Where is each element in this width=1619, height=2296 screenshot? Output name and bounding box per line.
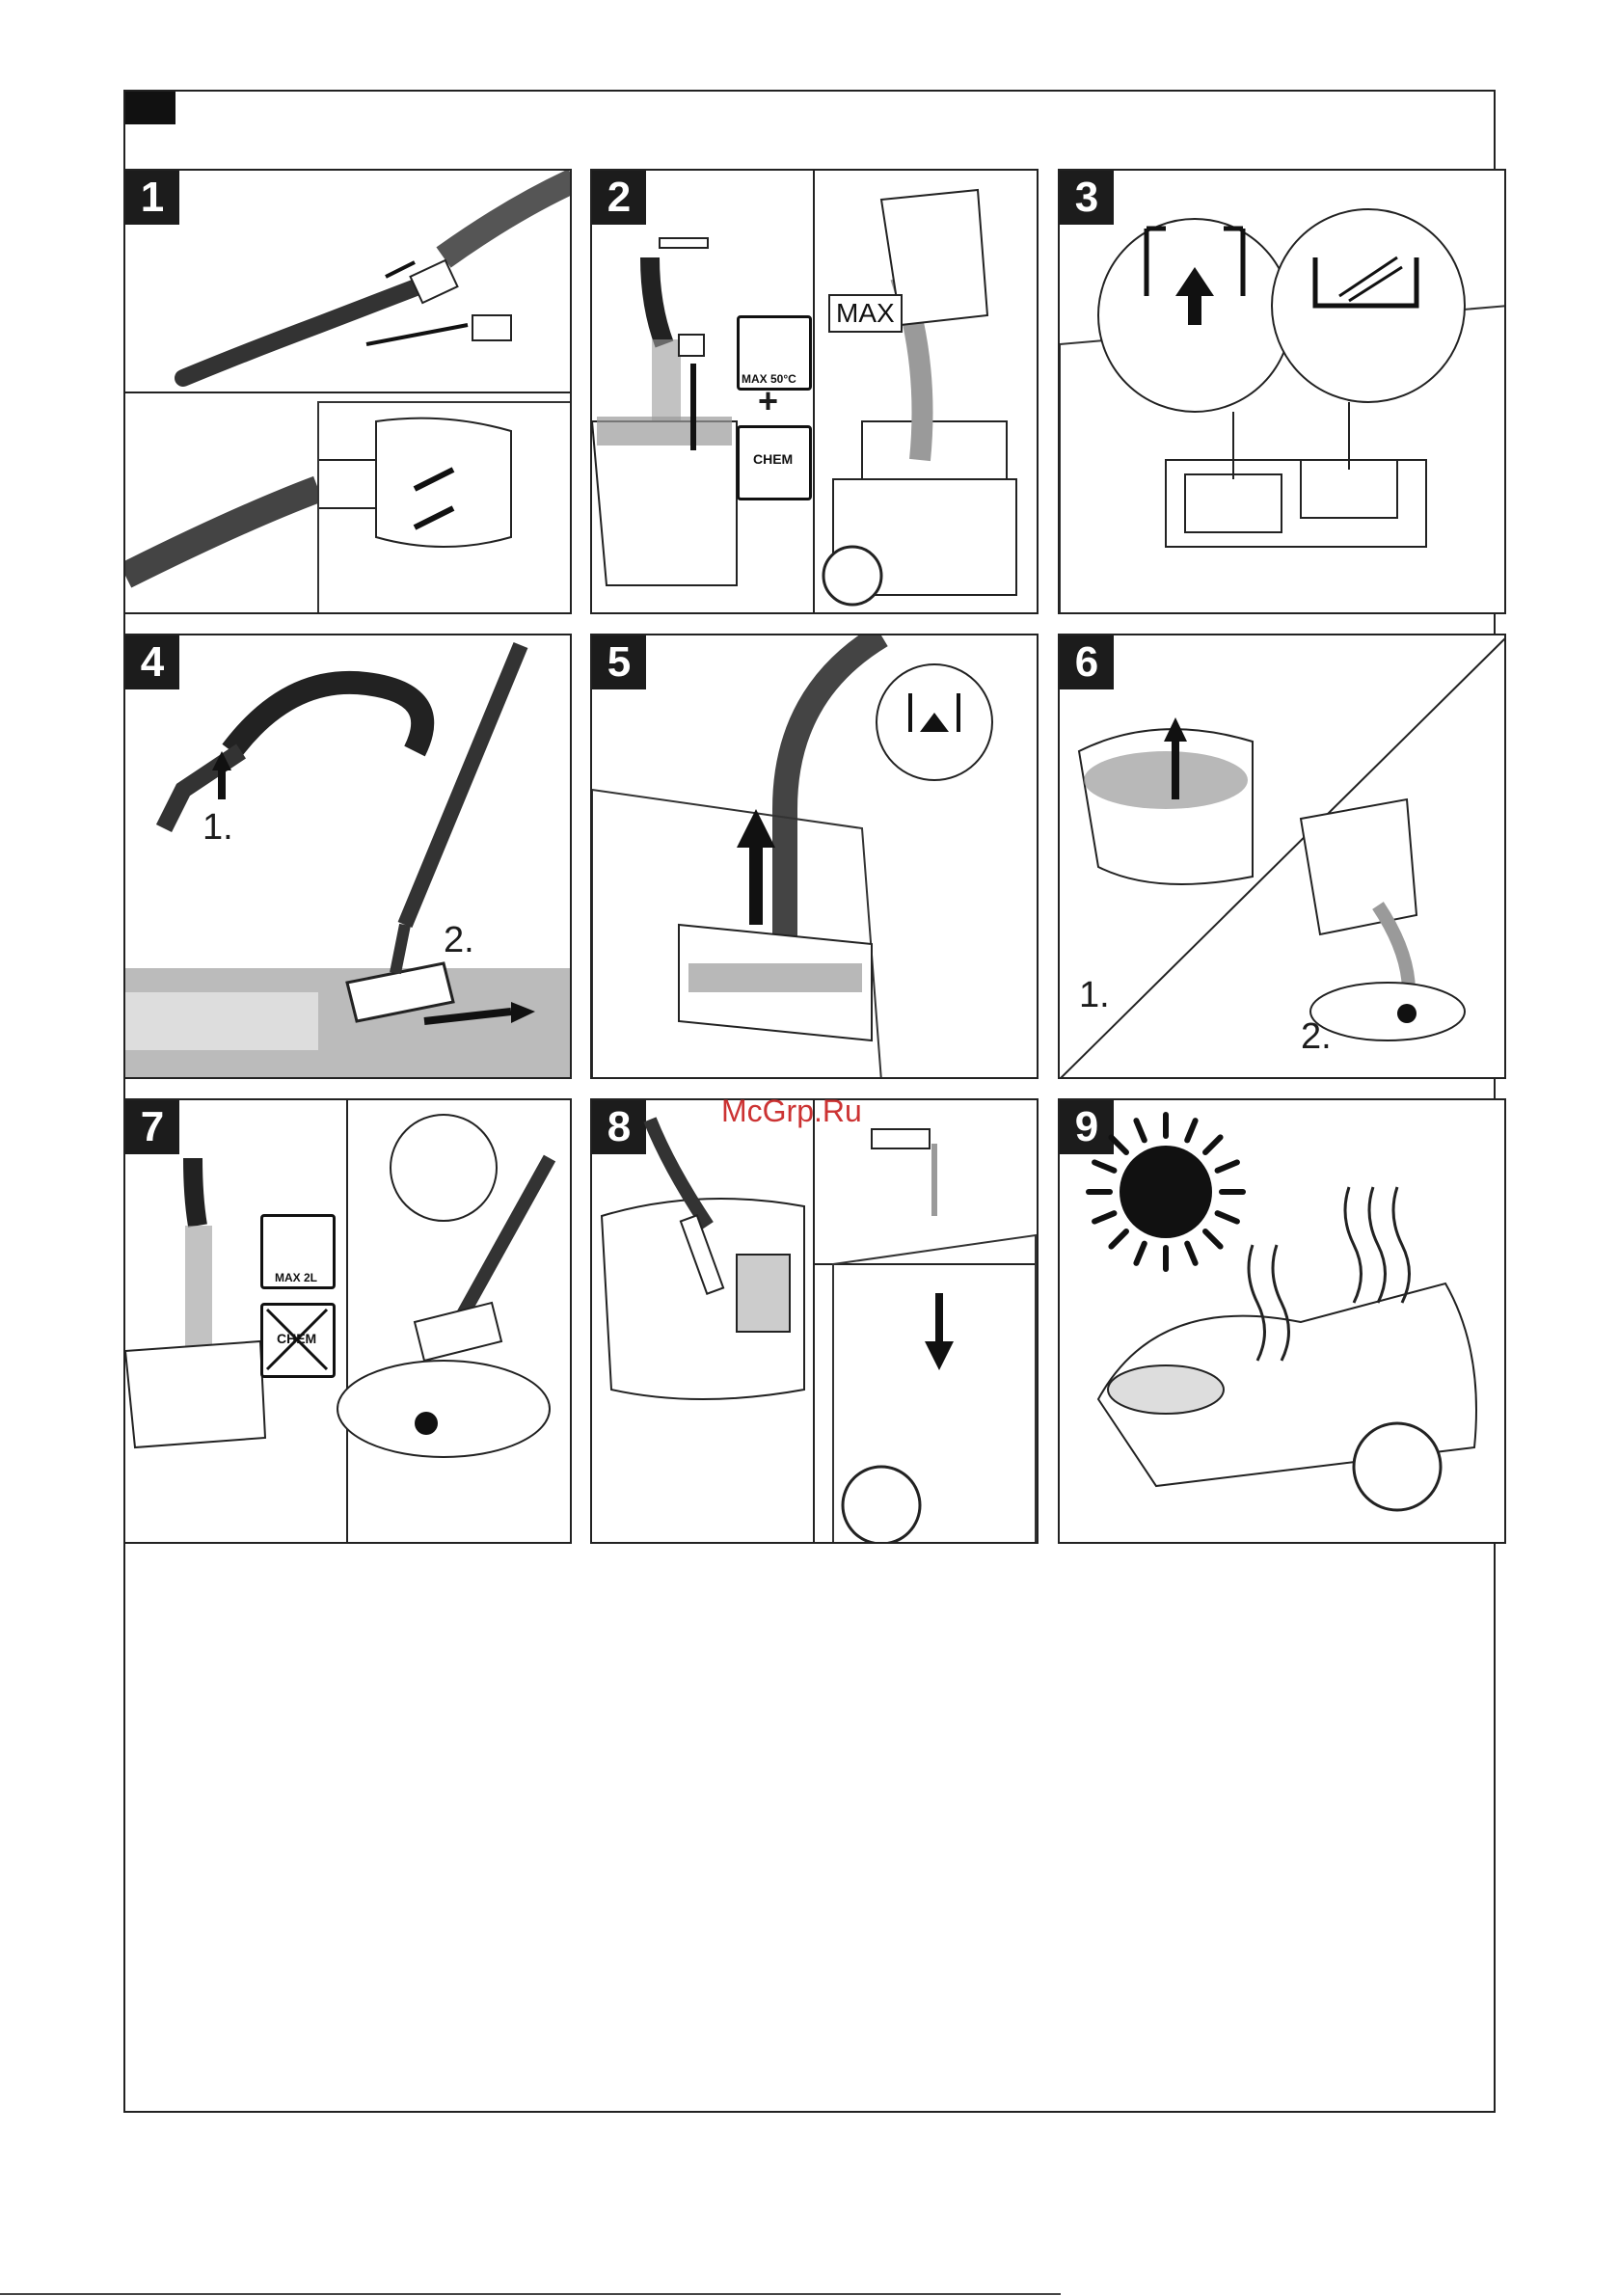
switch-panel-illustration [1060, 171, 1506, 614]
empty-tank-illustration [1060, 635, 1506, 1079]
step-3-panel: 3 [1058, 169, 1506, 614]
step-4-panel: 4 1. 2. [123, 634, 572, 1079]
sun-ray [1136, 1121, 1144, 1140]
sun-icon [1089, 1115, 1243, 1269]
step-1-panel: 1 [123, 169, 572, 614]
sun-ray [1218, 1162, 1237, 1170]
filter-cleaning-illustration [592, 1100, 1039, 1544]
watermark: McGrp.Ru [721, 1094, 862, 1129]
step-7-panel: 7 MAX 2L CHEM [123, 1098, 572, 1544]
footer-rule [0, 2293, 1061, 2295]
sun-ray [1094, 1162, 1114, 1170]
hose-connection-illustration [125, 171, 572, 614]
sun-ray [1136, 1244, 1144, 1263]
no-chem-icon: CHEM [260, 1303, 336, 1378]
vacuum-spray-illustration [125, 635, 572, 1079]
sun-ray [1111, 1231, 1126, 1247]
step-8-panel: 8 [590, 1098, 1039, 1544]
step-label-1: 1. [202, 807, 233, 849]
language-tab [125, 92, 175, 124]
drying-illustration [1060, 1100, 1506, 1544]
tap-temperature-icon: MAX 50°C [737, 315, 812, 391]
chem-label: CHEM [277, 1331, 316, 1346]
step-9-panel: 9 [1058, 1098, 1506, 1544]
tank-filling-illustration [592, 171, 1039, 614]
plus-sign: + [758, 381, 778, 421]
sun-ray [1094, 1213, 1114, 1221]
sun-ray [1187, 1121, 1195, 1140]
hose-in-tank-illustration [592, 635, 1039, 1079]
step-label-2: 2. [1301, 1016, 1332, 1058]
max-fill-label: MAX [828, 294, 903, 333]
step-5-panel: 5 [590, 634, 1039, 1079]
sun-ray [1111, 1137, 1126, 1152]
sun-ray [1187, 1244, 1195, 1263]
step-label-1: 1. [1079, 975, 1110, 1016]
rinse-illustration [125, 1100, 572, 1544]
chem-detergent-icon: CHEM [737, 425, 812, 500]
step-2-panel: 2 MAX 50°C + CHEM MAX [590, 169, 1039, 614]
sun-ray [1205, 1137, 1221, 1152]
sun-ray [1205, 1231, 1221, 1247]
tap-volume-icon: MAX 2L [260, 1214, 336, 1289]
chem-label: CHEM [753, 451, 793, 467]
sun-ray [1218, 1213, 1237, 1221]
step-label-2: 2. [444, 920, 474, 961]
step-6-panel: 6 1. 2. [1058, 634, 1506, 1079]
tap-volume-label: MAX 2L [275, 1271, 317, 1284]
